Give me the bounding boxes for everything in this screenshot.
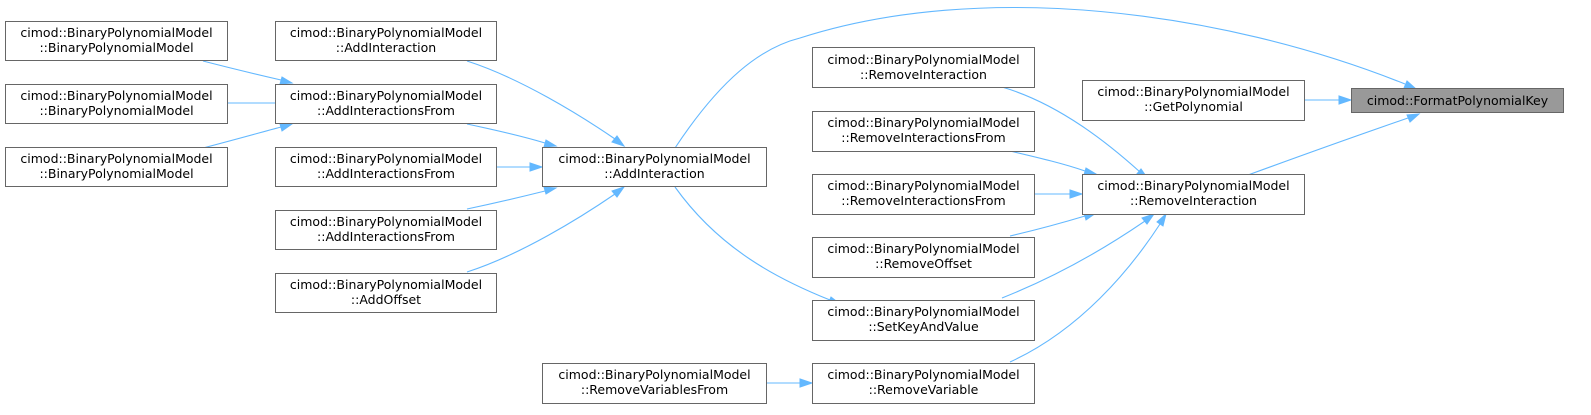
node-label-line-1: cimod::BinaryPolynomialModel xyxy=(827,304,1019,319)
node-label-line-1: cimod::BinaryPolynomialModel xyxy=(558,151,750,166)
arrow-head xyxy=(1156,212,1167,227)
node-label-line-1: cimod::BinaryPolynomialModel xyxy=(1097,84,1289,99)
node-label-line-1: cimod::BinaryPolynomialModel xyxy=(290,277,482,292)
node-add-interaction-main[interactable]: cimod::BinaryPolynomialModel ::AddIntera… xyxy=(542,147,767,187)
edge-add-interaction-main-to-root xyxy=(674,7,1406,149)
nodes-layer: cimod::FormatPolynomialKey cimod::Binary… xyxy=(5,21,1564,404)
arrow-head xyxy=(799,378,814,388)
edge-add-interactions-from-3-to-main xyxy=(466,190,546,210)
edge-remove-offset-to-main xyxy=(1009,215,1086,237)
node-label-line-1: cimod::BinaryPolynomialModel xyxy=(290,25,482,40)
node-bpm-ctor-2[interactable]: cimod::BinaryPolynomialModel ::BinaryPol… xyxy=(5,84,228,124)
node-label-line-1: cimod::BinaryPolynomialModel xyxy=(1097,178,1289,193)
edge-remove-interaction-main-to-root xyxy=(1247,117,1409,176)
edge-remove-interactions-from-1-to-main xyxy=(1009,150,1086,172)
arrow-head xyxy=(529,162,544,172)
node-add-interaction-top[interactable]: cimod::BinaryPolynomialModel ::AddIntera… xyxy=(275,21,497,61)
node-label-line-2: ::RemoveVariablesFrom xyxy=(581,382,728,397)
node-label-line-2: ::RemoveInteractionsFrom xyxy=(841,130,1005,145)
node-get-polynomial[interactable]: cimod::BinaryPolynomialModel ::GetPolyno… xyxy=(1082,80,1305,121)
node-label-line-1: cimod::BinaryPolynomialModel xyxy=(827,52,1019,67)
arrow-head xyxy=(1406,113,1421,123)
node-label-line-1: cimod::BinaryPolynomialModel xyxy=(558,367,750,382)
arrow-head xyxy=(279,76,294,85)
node-label-line-2: ::AddInteractionsFrom xyxy=(317,103,455,118)
node-label-line-2: ::RemoveInteraction xyxy=(1130,193,1257,208)
edge-add-interaction-top-to-main xyxy=(466,60,616,140)
node-label: cimod::FormatPolynomialKey xyxy=(1367,93,1549,108)
arrow-head xyxy=(1403,80,1418,90)
arrow-head xyxy=(1083,167,1098,176)
node-label-line-2: ::AddInteractionsFrom xyxy=(317,166,455,181)
arrow-head xyxy=(1069,189,1084,199)
node-label-line-1: cimod::BinaryPolynomialModel xyxy=(827,241,1019,256)
arrow-head xyxy=(611,135,626,147)
node-remove-variable[interactable]: cimod::BinaryPolynomialModel ::RemoveVar… xyxy=(812,363,1035,404)
node-add-interactions-from-1[interactable]: cimod::BinaryPolynomialModel ::AddIntera… xyxy=(275,84,497,124)
edge-add-interaction-main-to-set-key-and-value xyxy=(674,186,831,301)
node-label-line-1: cimod::BinaryPolynomialModel xyxy=(20,151,212,166)
edge-set-key-and-value-to-main xyxy=(1001,220,1146,299)
node-label-line-1: cimod::BinaryPolynomialModel xyxy=(827,115,1019,130)
node-label-line-2: ::RemoveInteraction xyxy=(860,67,987,82)
node-label-line-2: ::RemoveOffset xyxy=(875,256,972,271)
node-label-line-2: ::BinaryPolynomialModel xyxy=(39,166,193,181)
node-label-line-1: cimod::BinaryPolynomialModel xyxy=(290,88,482,103)
arrow-head xyxy=(279,123,294,132)
edge-remove-interaction-top-to-main xyxy=(1001,86,1141,173)
node-label-line-2: ::AddInteraction xyxy=(336,40,436,55)
arrow-head xyxy=(543,139,558,148)
arrow-head xyxy=(543,186,558,195)
node-bpm-ctor-1[interactable]: cimod::BinaryPolynomialModel ::BinaryPol… xyxy=(5,21,228,61)
node-label-line-2: ::GetPolynomial xyxy=(1144,99,1243,114)
node-label-line-2: ::BinaryPolynomialModel xyxy=(39,103,193,118)
node-format-polynomial-key[interactable]: cimod::FormatPolynomialKey xyxy=(1351,88,1564,113)
node-remove-interactions-from-2[interactable]: cimod::BinaryPolynomialModel ::RemoveInt… xyxy=(812,174,1035,215)
node-label-line-1: cimod::BinaryPolynomialModel xyxy=(827,367,1019,382)
node-label-line-2: ::AddInteractionsFrom xyxy=(317,229,455,244)
edge-bpm-ctor-3-to-add-interactions-from-1 xyxy=(202,126,282,149)
arrow-head xyxy=(1338,95,1353,105)
node-label-line-2: ::AddOffset xyxy=(351,292,421,307)
edge-remove-variable-to-main xyxy=(1009,223,1161,363)
node-add-interactions-from-2[interactable]: cimod::BinaryPolynomialModel ::AddIntera… xyxy=(275,147,497,187)
node-remove-interactions-from-1[interactable]: cimod::BinaryPolynomialModel ::RemoveInt… xyxy=(812,111,1035,152)
node-label-line-1: cimod::BinaryPolynomialModel xyxy=(290,214,482,229)
node-remove-variables-from[interactable]: cimod::BinaryPolynomialModel ::RemoveVar… xyxy=(542,363,767,404)
node-label-line-1: cimod::BinaryPolynomialModel xyxy=(290,151,482,166)
node-label-line-1: cimod::BinaryPolynomialModel xyxy=(827,178,1019,193)
node-label-line-2: ::BinaryPolynomialModel xyxy=(39,40,193,55)
arrow-head xyxy=(611,186,626,198)
node-remove-interaction-main[interactable]: cimod::BinaryPolynomialModel ::RemoveInt… xyxy=(1082,174,1305,215)
node-label-line-1: cimod::BinaryPolynomialModel xyxy=(20,25,212,40)
node-label-line-1: cimod::BinaryPolynomialModel xyxy=(20,88,212,103)
node-bpm-ctor-3[interactable]: cimod::BinaryPolynomialModel ::BinaryPol… xyxy=(5,147,228,187)
edge-add-interactions-from-1-to-main xyxy=(466,123,546,144)
node-set-key-and-value[interactable]: cimod::BinaryPolynomialModel ::SetKeyAnd… xyxy=(812,300,1035,341)
edge-bpm-ctor-1-to-add-interactions-from-1 xyxy=(202,60,282,81)
node-add-offset[interactable]: cimod::BinaryPolynomialModel ::AddOffset xyxy=(275,273,497,313)
edge-add-offset-to-main xyxy=(466,193,616,273)
node-label-line-2: ::RemoveInteractionsFrom xyxy=(841,193,1005,208)
node-label-line-2: ::RemoveVariable xyxy=(869,382,979,397)
node-label-line-2: ::SetKeyAndValue xyxy=(868,319,979,334)
node-remove-interaction-top[interactable]: cimod::BinaryPolynomialModel ::RemoveInt… xyxy=(812,47,1035,88)
arrow-head xyxy=(1141,213,1156,225)
node-add-interactions-from-3[interactable]: cimod::BinaryPolynomialModel ::AddIntera… xyxy=(275,210,497,250)
node-label-line-2: ::AddInteraction xyxy=(604,166,704,181)
node-remove-offset[interactable]: cimod::BinaryPolynomialModel ::RemoveOff… xyxy=(812,237,1035,278)
